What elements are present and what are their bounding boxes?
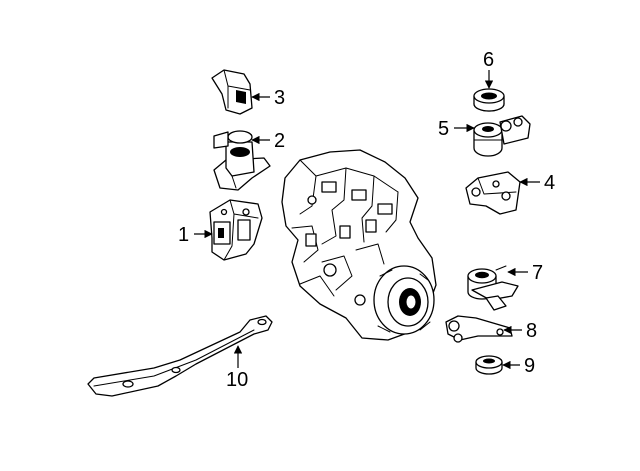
callout-1: 1 [178, 224, 189, 246]
callout-8: 8 [526, 320, 537, 342]
callout-labels: 1 2 3 4 5 6 7 8 9 10 [178, 49, 555, 391]
part-5-bushing-mount [473, 115, 531, 157]
part-6-grommet [473, 88, 505, 112]
part-3-mount-cover [211, 69, 253, 115]
callout-10: 10 [226, 369, 248, 391]
callout-7: 7 [532, 262, 543, 284]
part-9-bushing [475, 355, 503, 375]
part-8-link-bar [445, 315, 513, 343]
part-2-engine-mount [213, 130, 271, 191]
callout-2: 2 [274, 130, 285, 152]
callout-3: 3 [274, 87, 285, 109]
callout-6: 6 [483, 49, 494, 71]
leader-lines [194, 70, 540, 370]
callout-9: 9 [524, 355, 535, 377]
callout-4: 4 [544, 172, 555, 194]
callout-5: 5 [438, 118, 449, 140]
part-1-mount-bracket [209, 199, 263, 261]
part-10-crossmember-bracket [87, 315, 273, 397]
part-4-side-bracket [465, 171, 521, 215]
engine-assembly [281, 149, 437, 341]
part-7-lower-mount [467, 265, 519, 311]
